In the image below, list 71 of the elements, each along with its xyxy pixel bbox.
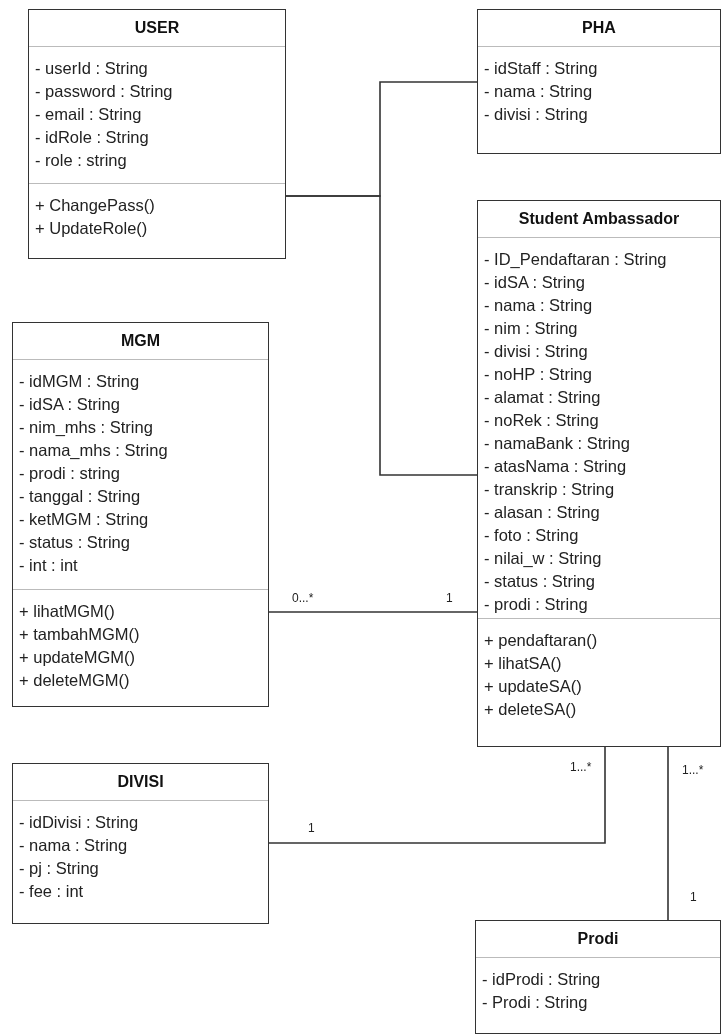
attribute-text: - nama : String: [484, 295, 593, 316]
attribute-text: - divisi : String: [484, 341, 588, 362]
attribute-text: - ID_Pendaftaran : String: [484, 249, 667, 270]
method-text: + lihatSA(): [484, 653, 562, 674]
method-text: + tambahMGM(): [19, 624, 140, 645]
association-line: [268, 611, 478, 613]
class-box: [475, 920, 721, 1034]
multiplicity-label: 1...*: [682, 763, 704, 777]
class-box: [477, 9, 721, 154]
attribute-text: - int : int: [19, 555, 78, 576]
attribute-text: - prodi : String: [484, 594, 588, 615]
method-text: + ChangePass(): [35, 195, 155, 216]
attribute-text: - alasan : String: [484, 502, 600, 523]
multiplicity-label: 1...*: [570, 760, 592, 774]
attribute-text: - fee : int: [19, 881, 84, 902]
class-box: [12, 763, 269, 924]
attribute-text: - idDivisi : String: [19, 812, 139, 833]
class-name: Prodi: [577, 930, 619, 948]
attribute-text: - idProdi : String: [482, 969, 601, 990]
class-name: DIVISI: [117, 773, 164, 791]
attribute-text: - ketMGM : String: [19, 509, 149, 530]
attribute-text: - nama_mhs : String: [19, 440, 168, 461]
method-text: + deleteSA(): [484, 699, 577, 720]
multiplicity-label: 1: [690, 890, 697, 904]
method-text: + updateMGM(): [19, 647, 135, 668]
attribute-text: - idSA : String: [484, 272, 585, 293]
method-text: + lihatMGM(): [19, 601, 115, 622]
attribute-text: - noHP : String: [484, 364, 592, 385]
attribute-text: - idRole : String: [35, 127, 149, 148]
attribute-text: - idMGM : String: [19, 371, 140, 392]
class-name: PHA: [582, 19, 616, 37]
method-text: + updateSA(): [484, 676, 582, 697]
class-box: [477, 200, 721, 747]
attribute-text: - divisi : String: [484, 104, 588, 125]
attribute-text: - noRek : String: [484, 410, 599, 431]
multiplicity-label: 1: [308, 821, 315, 835]
attribute-text: - Prodi : String: [482, 992, 588, 1013]
class-name: USER: [134, 19, 180, 37]
attribute-text: - userId : String: [35, 58, 148, 79]
class-box: [12, 322, 269, 707]
class-name: MGM: [120, 332, 161, 350]
multiplicity-label: 0...*: [292, 591, 314, 605]
attribute-text: - idStaff : String: [484, 58, 598, 79]
class-box: [28, 9, 286, 259]
attribute-text: - idSA : String: [19, 394, 120, 415]
attribute-text: - role : string: [35, 150, 127, 171]
attribute-text: - alamat : String: [484, 387, 601, 408]
method-text: + pendaftaran(): [484, 630, 598, 651]
attribute-text: - nim : String: [484, 318, 578, 339]
attribute-text: - transkrip : String: [484, 479, 615, 500]
attribute-text: - nilai_w : String: [484, 548, 602, 569]
attribute-text: - email : String: [35, 104, 142, 125]
attribute-text: - tanggal : String: [19, 486, 141, 507]
attribute-text: - prodi : string: [19, 463, 120, 484]
attribute-text: - atasNama : String: [484, 456, 627, 477]
association-line: [667, 746, 669, 921]
attribute-text: - foto : String: [484, 525, 579, 546]
attribute-text: - nim_mhs : String: [19, 417, 153, 438]
attribute-text: - nama : String: [484, 81, 593, 102]
attribute-text: - status : String: [484, 571, 595, 592]
method-text: + deleteMGM(): [19, 670, 130, 691]
attribute-text: - pj : String: [19, 858, 99, 879]
attribute-text: - status : String: [19, 532, 130, 553]
attribute-text: - password : String: [35, 81, 173, 102]
method-text: + UpdateRole(): [35, 218, 148, 239]
association-line: [285, 195, 478, 476]
association-line: [268, 746, 606, 844]
multiplicity-label: 1: [446, 591, 453, 605]
class-name: Student Ambassador: [518, 210, 680, 228]
attribute-text: - namaBank : String: [484, 433, 630, 454]
attribute-text: - nama : String: [19, 835, 128, 856]
